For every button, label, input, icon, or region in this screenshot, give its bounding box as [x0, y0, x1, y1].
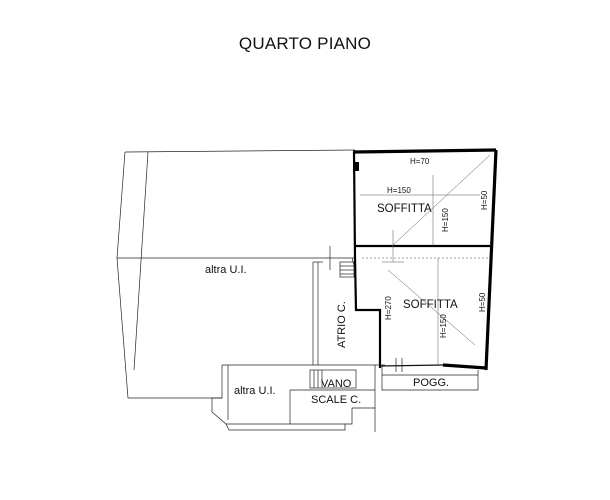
- room-label-vano: VANO: [321, 378, 352, 390]
- stair-marks: [339, 257, 357, 278]
- height-label-bottom-right: H=50: [478, 292, 487, 312]
- roof-lines: [360, 154, 491, 366]
- room-label-soffitta-bottom: SOFFITTA: [403, 299, 458, 311]
- height-label-top-inner: H=150: [387, 186, 411, 195]
- soffitta-walls: [352, 148, 498, 371]
- room-label-atrio: ATRIO C.: [336, 301, 348, 348]
- room-label-altra-ui-lower: altra U.I.: [234, 385, 276, 397]
- height-label-bottom-left: H=270: [384, 296, 393, 320]
- room-label-soffitta-top: SOFFITTA: [377, 203, 432, 215]
- room-label-pogg: POGG.: [413, 377, 449, 389]
- height-label-top-vertical: H=150: [441, 208, 450, 232]
- height-label-top-right: H=50: [480, 190, 489, 210]
- height-label-top-wall: H=70: [410, 157, 430, 166]
- page-title: QUARTO PIANO: [238, 34, 372, 53]
- altra-ui-outline: [116, 149, 356, 399]
- height-label-bottom-mid: H=150: [439, 314, 448, 338]
- lower-block: [211, 358, 479, 432]
- room-label-scale: SCALE C.: [311, 394, 361, 406]
- room-label-altra-ui-main: altra U.I.: [205, 264, 247, 276]
